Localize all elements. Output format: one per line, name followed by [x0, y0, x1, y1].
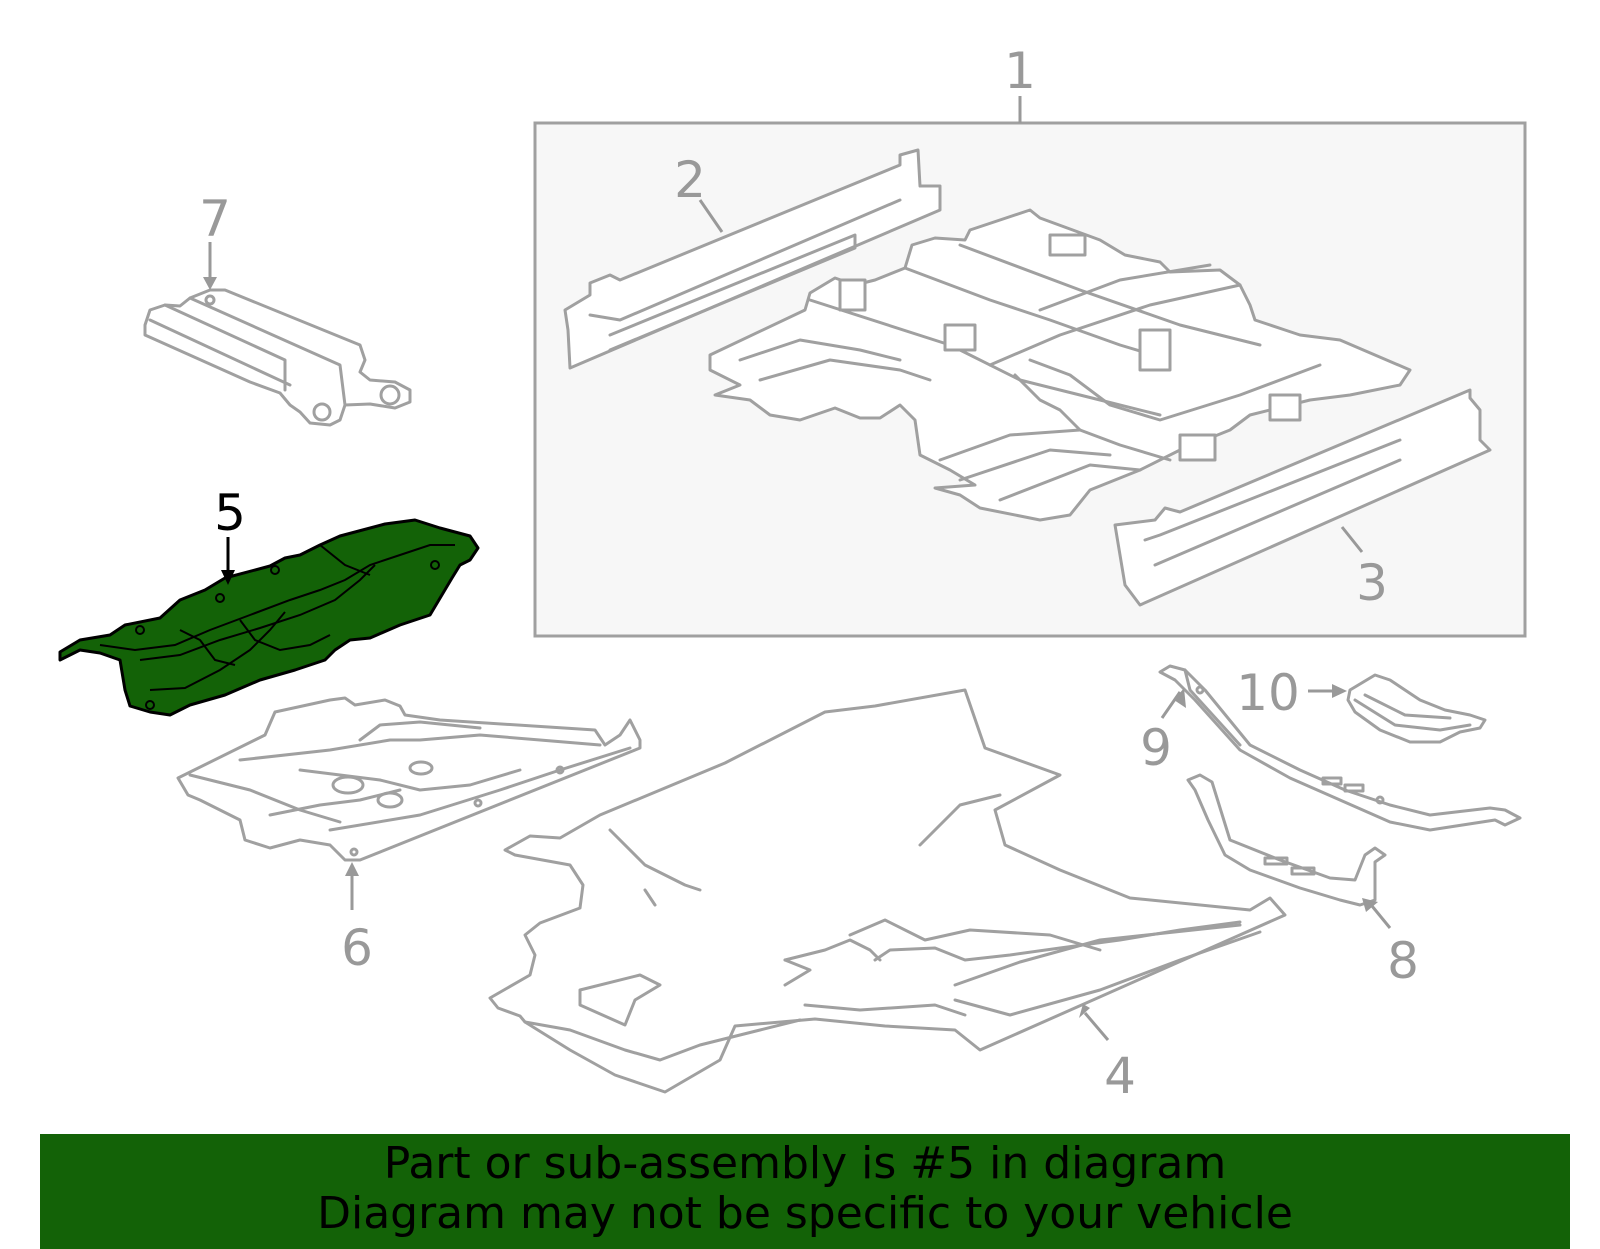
leader-line-4	[1083, 1012, 1110, 1041]
leader-line-9	[1160, 691, 1182, 719]
callout-9: 9	[1140, 719, 1172, 777]
part-5-highlighted	[58, 518, 480, 717]
callout-8: 8	[1387, 932, 1419, 990]
banner-line-disclaimer: Diagram may not be specific to your vehi…	[317, 1188, 1293, 1239]
part-10-bracket	[1346, 673, 1487, 744]
part-9-crossmember	[1158, 664, 1522, 832]
callout-4: 4	[1104, 1047, 1136, 1105]
callout-3: 3	[1356, 554, 1388, 612]
part-6-floor-panel	[176, 696, 642, 862]
arrow-8	[1362, 898, 1378, 912]
info-banner: Part or sub-assembly is #5 in diagram Di…	[40, 1134, 1570, 1249]
arrow-10	[1332, 684, 1347, 698]
callout-5: 5	[214, 484, 246, 542]
arrow-6	[345, 862, 359, 876]
callout-2: 2	[674, 151, 706, 209]
callout-1: 1	[1004, 42, 1036, 100]
callout-7: 7	[199, 190, 231, 248]
part-8-crossmember	[1186, 773, 1387, 907]
part-1-floor-pan	[708, 208, 1412, 522]
arrow-7	[203, 277, 217, 290]
arrow-9	[1174, 688, 1186, 708]
leader-line-3	[1340, 526, 1364, 553]
callout-10: 10	[1236, 664, 1300, 722]
part-2-floor-rail	[563, 148, 942, 370]
part-7-bracket	[143, 288, 412, 427]
arrow-4	[1079, 1004, 1090, 1018]
part-4-floor-undercover	[488, 688, 1287, 1094]
arrow-5	[221, 570, 235, 585]
leader-line-8	[1370, 905, 1392, 929]
callout-6: 6	[341, 919, 373, 977]
banner-line-part-number: Part or sub-assembly is #5 in diagram	[383, 1138, 1227, 1189]
part-3-floor-rail	[1113, 388, 1492, 607]
leader-line-2	[698, 199, 724, 233]
